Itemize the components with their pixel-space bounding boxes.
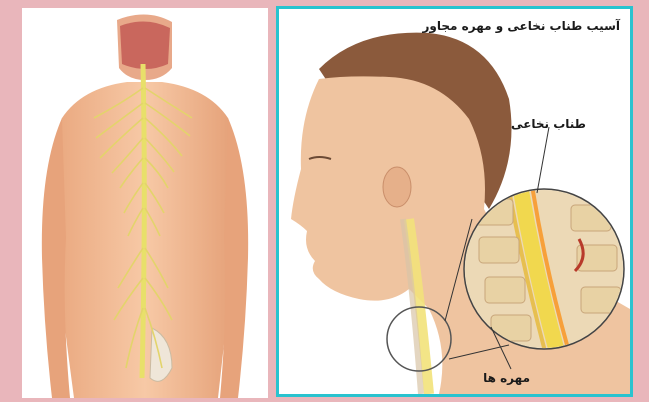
head-profile-svg — [279, 9, 630, 394]
spinal-cord-label: طناب نخاعی — [511, 117, 586, 131]
vertebrae-label: مهره ها — [483, 371, 530, 385]
back-body-svg — [22, 8, 268, 398]
illustration-title: آسیب طناب نخاعی و مهره مجاور — [423, 19, 620, 33]
neck-injury-illustration: آسیب طناب نخاعی و مهره مجاور طناب نخاعی … — [276, 6, 633, 397]
spine-back-illustration — [22, 8, 268, 398]
